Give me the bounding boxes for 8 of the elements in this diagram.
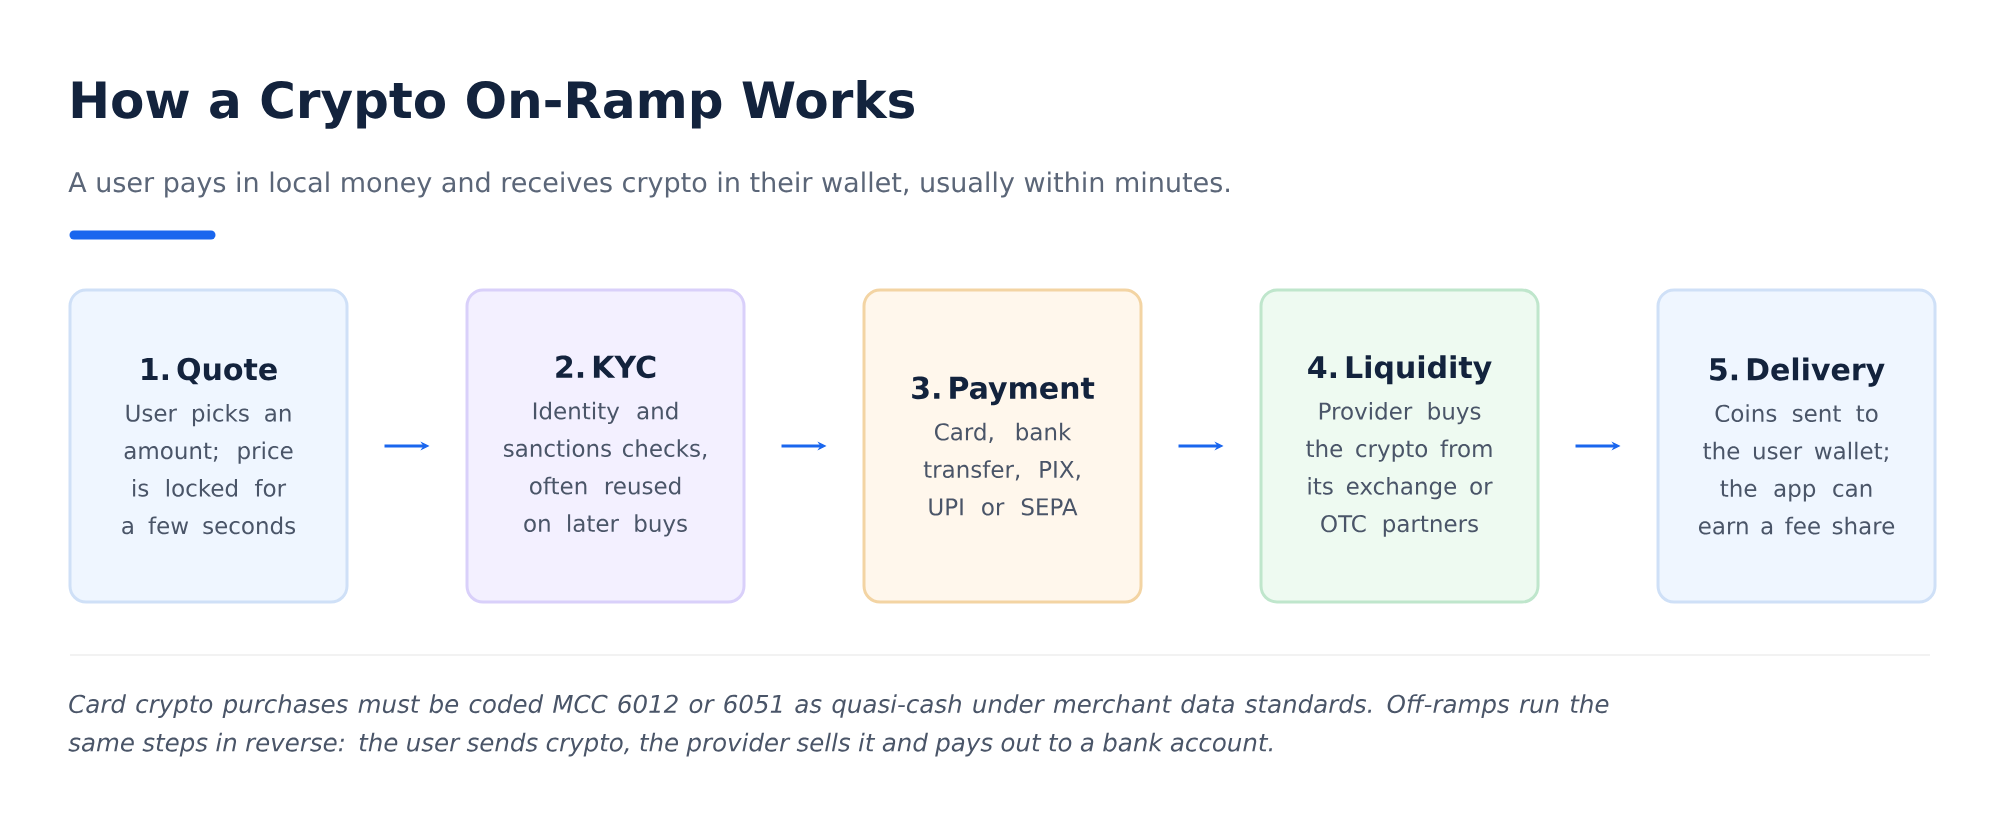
step-box: 4. Liquidity Provider buys the crypto from its exchange or OTC partners <box>1259 288 1540 604</box>
subtitle: A user pays in local money and receives crypto in their wallet, usually within minutes. <box>68 171 1229 198</box>
step-box: 1. Quote User picks an amount; price is locked for a few seconds <box>68 288 349 604</box>
caption: Card crypto purchases must be coded MCC 6012 or 6051 as quasi-cash under merchant data standards. Off-ramps run the same steps in reverse: the user sends crypto, the provider sells it and pays out to a bank account. <box>68 694 1609 757</box>
step-box: 3. Payment Card, bank transfer, PIX, UPI or SEPA <box>862 288 1143 604</box>
step-box: 2. KYC Identity and sanctions checks, often reused on later buys <box>465 288 746 604</box>
step-box: 5. Delivery Coins sent to the user wallet; the app can earn a fee share <box>1656 288 1937 604</box>
title: How a Crypto On-Ramp Works <box>72 80 914 129</box>
